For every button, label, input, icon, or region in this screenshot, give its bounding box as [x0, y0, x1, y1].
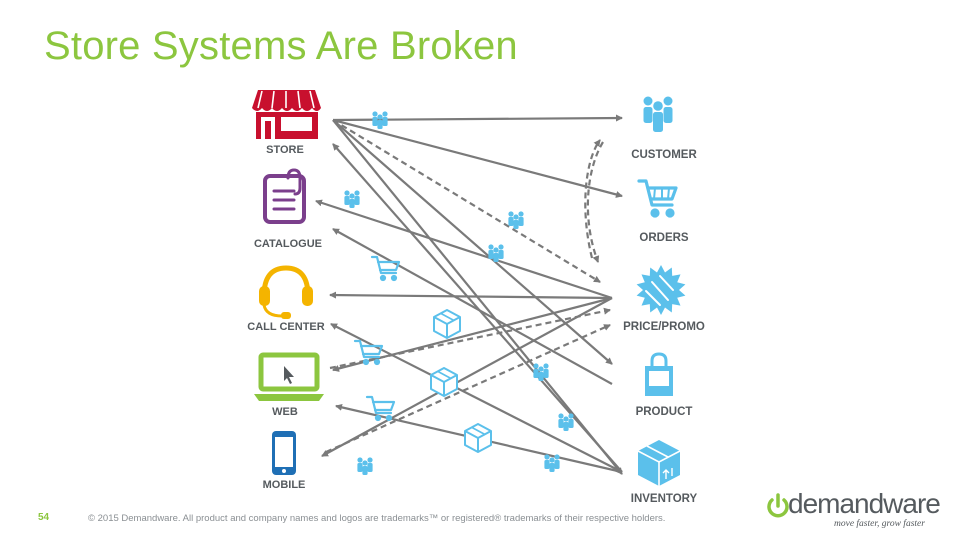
power-icon [767, 493, 789, 518]
arrow-web-to-price-promo [329, 307, 611, 370]
people-icon [344, 190, 359, 208]
arrow-store-to-customer [332, 114, 623, 122]
box-icon [464, 423, 492, 453]
node-label-product: PRODUCT [635, 406, 693, 418]
box-icon [433, 309, 461, 339]
page-number: 54 [38, 512, 50, 523]
people-icon [372, 111, 387, 129]
logo-tagline: move faster, grow faster [834, 519, 925, 529]
people-icon [508, 211, 523, 229]
people-icon [357, 457, 372, 475]
arrow-inventory-to-call-center [330, 323, 623, 473]
arrow-customer-to-price-promo [586, 141, 604, 263]
node-label-store: STORE [266, 144, 304, 156]
node-label-web: WEB [272, 406, 298, 418]
node-label-call-center: CALL CENTER [247, 321, 325, 333]
node-label-orders: ORDERS [639, 232, 689, 244]
storefront-icon [252, 90, 321, 139]
laptop-icon [254, 352, 324, 401]
arrow-price-promo-to-mobile [321, 297, 613, 457]
arrow-store-to-orders [332, 118, 623, 198]
price-tag-burst-icon [636, 265, 686, 315]
arrow-inventory-to-store [332, 143, 623, 473]
copyright-notice: © 2015 Demandware. All product and compa… [88, 513, 666, 524]
floating-icons [344, 111, 573, 475]
demandware-logo: demandware move faster, grow faster [766, 488, 941, 533]
arrow-mobile-to-price-promo [325, 323, 611, 454]
inventory-box-icon [637, 440, 681, 486]
node-label-price-promo: PRICE/PROMO [623, 321, 705, 333]
clipboard-icon [263, 168, 306, 224]
customer-people-icon [643, 96, 673, 132]
arrow-price-promo-to-call-center [329, 291, 613, 300]
shopping-cart-icon [353, 339, 384, 366]
arrow-product-to-catalogue [332, 228, 613, 385]
box-icon [430, 367, 458, 397]
arrow-price-promo-to-customer [584, 139, 601, 259]
node-label-catalogue: CATALOGUE [253, 238, 323, 250]
people-icon [533, 363, 548, 381]
arrow-store-to-price-promo [332, 119, 601, 283]
headset-icon [259, 265, 313, 319]
people-icon [544, 454, 559, 472]
node-label-mobile: MOBILE [262, 479, 306, 491]
slide-title: Store Systems Are Broken [44, 24, 518, 68]
people-icon [558, 413, 573, 431]
product-bag-icon [645, 352, 673, 396]
node-label-customer: CUSTOMER [631, 149, 697, 161]
node-label-inventory: INVENTORY [630, 493, 698, 505]
shopping-cart-icon [370, 255, 401, 282]
arrow-layer [315, 114, 623, 475]
arrow-price-promo-to-catalogue [315, 199, 613, 300]
logo-wordmark: demandware [788, 488, 941, 519]
orders-cart-icon [637, 179, 678, 218]
smartphone-icon [272, 431, 296, 475]
shopping-cart-icon [365, 395, 396, 422]
